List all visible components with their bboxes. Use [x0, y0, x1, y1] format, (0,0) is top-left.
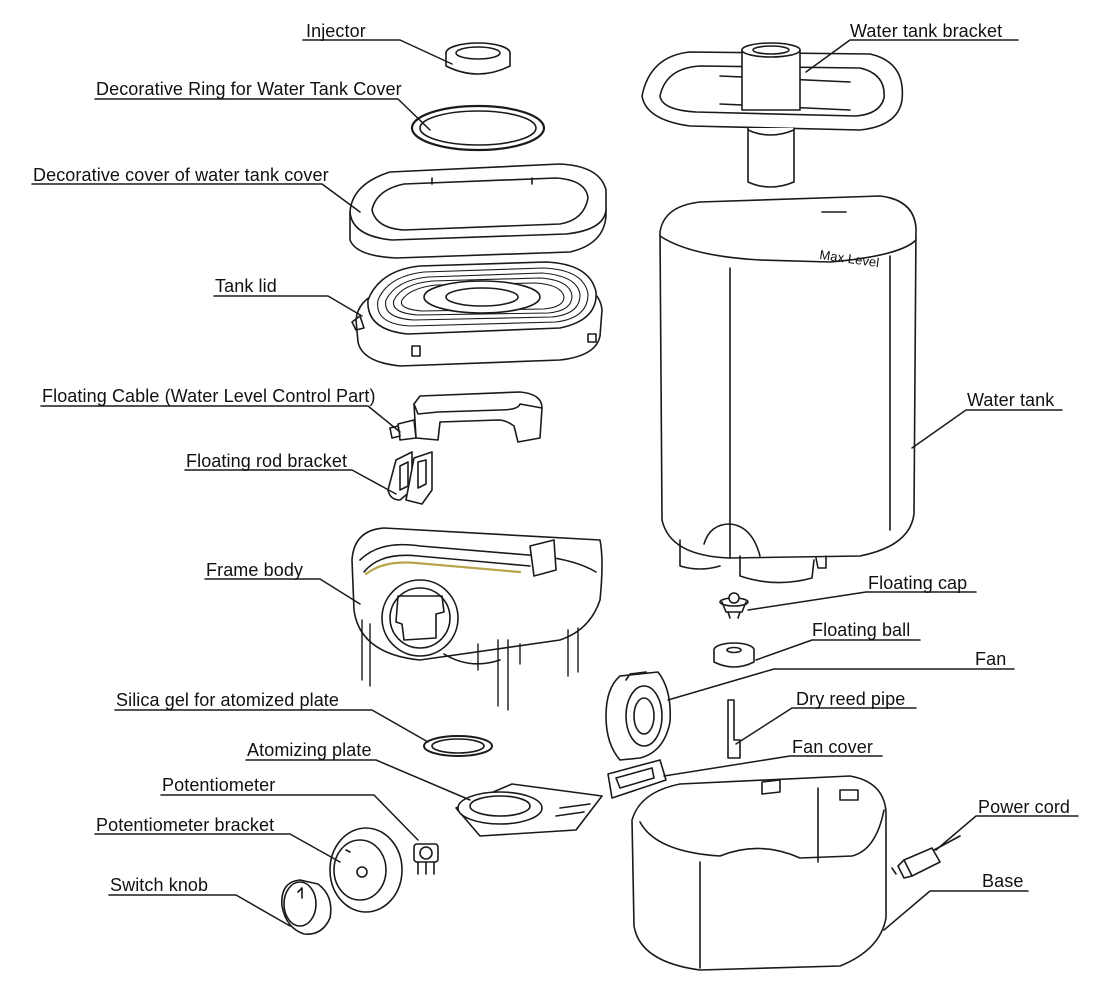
- fan-part: [605, 671, 672, 761]
- label-potentiometer: Potentiometer: [162, 775, 276, 795]
- label-fan: Fan: [975, 649, 1007, 669]
- label-dry-reed-pipe: Dry reed pipe: [796, 689, 906, 709]
- injector-part: [445, 42, 511, 75]
- label-floating-rod-bracket: Floating rod bracket: [186, 451, 348, 471]
- label-silica-gel: Silica gel for atomized plate: [116, 690, 340, 710]
- leader-decorative-ring: [94, 98, 431, 131]
- potentiometer-bracket-part: [329, 827, 403, 913]
- label-tank-lid: Tank lid: [215, 276, 277, 296]
- water-tank-bracket-part: [641, 42, 904, 188]
- leader-water-tank: [911, 409, 1063, 449]
- leader-injector: [302, 39, 453, 65]
- leader-potentiometer-bracket: [94, 833, 341, 863]
- label-floating-cable: Floating Cable (Water Level Control Part…: [42, 386, 376, 406]
- floating-ball-part: [713, 642, 755, 668]
- label-potentiometer-bracket: Potentiometer bracket: [96, 815, 275, 835]
- label-decorative-ring: Decorative Ring for Water Tank Cover: [96, 79, 402, 99]
- label-decorative-cover: Decorative cover of water tank cover: [33, 165, 329, 185]
- decorative-cover-part: [349, 163, 607, 259]
- atomizing-plate-part: [455, 783, 603, 837]
- label-power-cord: Power cord: [978, 797, 1071, 817]
- leader-base: [883, 890, 1029, 931]
- leader-power-cord: [935, 815, 1079, 851]
- leader-fan-cover: [663, 755, 883, 777]
- power-cord-part: [891, 835, 961, 879]
- potentiometer-part: [413, 843, 439, 875]
- leader-lines: [31, 39, 1079, 931]
- frame-body-part: [351, 527, 603, 711]
- leader-water-tank-bracket: [805, 39, 1019, 73]
- leader-dry-reed-pipe: [735, 707, 917, 745]
- label-injector: Injector: [306, 21, 366, 41]
- label-floating-cap: Floating cap: [868, 573, 968, 593]
- water-tank-part: [659, 195, 917, 584]
- label-atomizing-plate: Atomizing plate: [247, 740, 372, 760]
- floating-cable-part: [389, 391, 543, 443]
- leader-potentiometer: [160, 794, 419, 841]
- leader-floating-cable: [40, 405, 401, 433]
- fan-cover-part: [607, 759, 667, 799]
- leader-floating-rod-bracket: [184, 469, 397, 495]
- leader-floating-ball: [755, 639, 921, 661]
- floating-cap-part: [719, 592, 749, 619]
- label-frame-body: Frame body: [206, 560, 304, 580]
- leader-silica-gel: [114, 709, 429, 743]
- base-part: [631, 775, 887, 971]
- label-water-tank-bracket: Water tank bracket: [850, 21, 1003, 41]
- switch-knob-part: [281, 879, 332, 935]
- leader-switch-knob: [108, 894, 291, 927]
- label-water-tank: Water tank: [967, 390, 1055, 410]
- label-fan-cover: Fan cover: [792, 737, 873, 757]
- leader-tank-lid: [213, 295, 363, 317]
- dry-reed-pipe-part: [727, 699, 741, 759]
- leader-decorative-cover: [31, 183, 361, 213]
- label-floating-ball: Floating ball: [812, 620, 911, 640]
- tank-lid-part: [351, 261, 603, 367]
- label-switch-knob: Switch knob: [110, 875, 209, 895]
- leader-atomizing-plate: [245, 759, 471, 801]
- silica-gel-part: [423, 735, 493, 757]
- leader-fan: [667, 668, 1015, 701]
- leader-floating-cap: [747, 591, 977, 611]
- decorative-ring-part: [410, 104, 546, 152]
- leader-frame-body: [204, 578, 361, 605]
- floating-rod-bracket-part: [387, 451, 433, 505]
- label-base: Base: [982, 871, 1024, 891]
